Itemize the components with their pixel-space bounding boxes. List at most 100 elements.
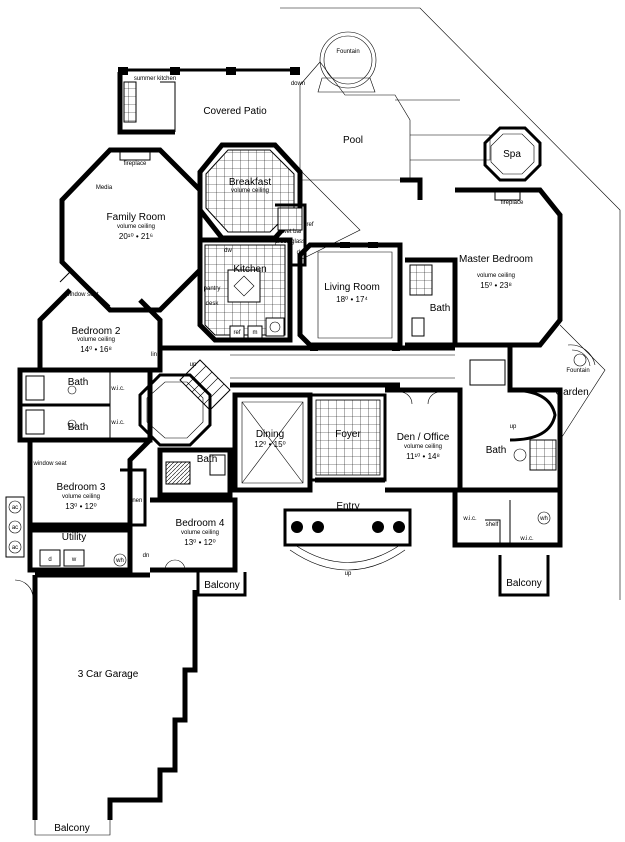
breakfast-label: Breakfast xyxy=(229,177,271,188)
pool-deck xyxy=(280,7,621,600)
ac-label: ac xyxy=(12,505,18,511)
wic-b-label: w.i.c. xyxy=(110,420,125,426)
shelf-label: shelf xyxy=(486,522,499,528)
desk-label: desk xyxy=(206,301,220,307)
entry-label: Entry xyxy=(336,501,359,512)
bedroom2-ceiling-label: volume ceiling xyxy=(77,337,115,343)
balcony-right-walls xyxy=(498,555,550,597)
master-bedroom-walls xyxy=(400,177,563,348)
utility-walls xyxy=(27,527,133,573)
dining-dim-label: 12⁰ • 15⁰ xyxy=(254,440,285,449)
bedroom4-dim-label: 13⁰ • 12⁰ xyxy=(184,538,215,547)
breakfast-ceiling-label: volume ceiling xyxy=(231,188,269,194)
down-patio-label: down xyxy=(291,81,305,87)
up-hall-label: up xyxy=(190,362,197,368)
balcony-right-label: Balcony xyxy=(506,578,542,589)
den-label: Den / Office xyxy=(397,432,450,443)
foyer-walls xyxy=(310,393,387,482)
bedroom3-ceiling-label: volume ceiling xyxy=(62,494,100,500)
ac-labels: ac ac ac xyxy=(12,505,18,551)
living-room-walls xyxy=(297,242,403,348)
bedroom3-dim-label: 13⁰ • 12⁰ xyxy=(65,502,96,511)
bedroom4-ceiling-label: volume ceiling xyxy=(181,530,219,536)
pantry-label: pantry xyxy=(204,286,221,292)
wic-master-left-label: w.i.c. xyxy=(462,516,477,522)
bath-a-label: Bath xyxy=(68,377,89,388)
fountain-garden-label: Fountain xyxy=(566,368,589,374)
entry-portico xyxy=(283,477,412,571)
master-dim-label: 15⁰ • 23⁸ xyxy=(480,281,512,290)
window-seat-2-label: window seat xyxy=(64,292,98,298)
bath-master-label: Bath xyxy=(486,445,507,456)
w-label: w xyxy=(71,557,77,563)
family-ceiling-label: volume ceiling xyxy=(117,224,155,230)
m-label: m xyxy=(253,330,258,336)
bedroom2-label: Bedroom 2 xyxy=(72,326,121,337)
linen-closet xyxy=(120,468,147,527)
press-glass-label: press glass xyxy=(275,239,305,245)
den-walls xyxy=(385,387,463,493)
linen-label: linen xyxy=(130,498,143,504)
lin-label: lin xyxy=(151,352,157,358)
ac-label: ac xyxy=(12,545,18,551)
dining-walls xyxy=(232,392,313,493)
family-dim-label: 20¹⁰ • 21⁶ xyxy=(119,232,153,241)
den-ceiling-label: volume ceiling xyxy=(404,444,442,450)
fireplace-master-label: fireplace xyxy=(501,200,524,206)
bath-master-top-label: Bath xyxy=(430,303,451,314)
window-seat-3-label: window seat xyxy=(32,461,66,467)
wet-bar-label: wet bar xyxy=(281,229,302,235)
hallway xyxy=(160,345,455,388)
up-master-label: up xyxy=(510,424,517,430)
utility-label: Utility xyxy=(62,532,86,543)
stair-center xyxy=(179,359,231,411)
balcony-center-walls xyxy=(196,572,247,597)
bedroom2-walls xyxy=(37,269,163,373)
room-labels: Fountain summer kitchen down Covered Pat… xyxy=(32,49,589,834)
media-label: Media xyxy=(96,185,113,191)
master-bath-lower xyxy=(460,342,563,493)
ref-bar-label: ref xyxy=(306,222,313,228)
central-octagon xyxy=(138,373,212,447)
living-room-label: Living Room xyxy=(324,282,380,293)
pool-label: Pool xyxy=(343,135,363,146)
garage-label: 3 Car Garage xyxy=(78,669,139,680)
wic-master-right-label: w.i.c. xyxy=(519,536,534,542)
d-label: d xyxy=(48,557,51,563)
garden-label: Garden xyxy=(555,387,588,398)
balcony-bottom-label: Balcony xyxy=(54,823,90,834)
fireplace-family-label: fireplace xyxy=(124,161,147,167)
covered-patio-label: Covered Patio xyxy=(203,106,267,117)
family-room-walls xyxy=(59,147,203,313)
master-ceiling-label: volume ceiling xyxy=(477,273,515,279)
living-dim-label: 18⁰ • 17⁴ xyxy=(336,295,368,304)
master-bedroom-label: Master Bedroom xyxy=(459,254,533,265)
dw-label: dw xyxy=(224,248,232,254)
dn-bar-label: dn xyxy=(297,250,304,256)
kitchen-label: Kitchen xyxy=(233,264,266,275)
fountain-top xyxy=(317,31,377,93)
master-bath-top xyxy=(405,257,458,348)
ref-kitchen-label: ref xyxy=(233,330,240,336)
garden-area xyxy=(559,324,606,441)
bath-c-walls xyxy=(157,447,233,498)
wh-utility-label: wh xyxy=(115,558,124,564)
covered-patio-structure xyxy=(117,67,300,135)
spa xyxy=(483,126,542,182)
den-dim-label: 11¹⁰ • 14⁸ xyxy=(406,452,440,461)
ac-label: ac xyxy=(12,525,18,531)
up-entry-label: up xyxy=(345,571,352,577)
garage-walls xyxy=(14,572,198,836)
wh-master-label: wh xyxy=(539,516,548,522)
spa-label: Spa xyxy=(503,149,521,160)
ac-units xyxy=(5,496,25,558)
kitchen-walls xyxy=(197,237,293,343)
bedroom4-walls xyxy=(150,497,238,573)
summer-kitchen-label: summer kitchen xyxy=(134,76,176,82)
master-wic xyxy=(452,490,563,548)
bath-b-label: Bath xyxy=(68,422,89,433)
bath-c-label: Bath xyxy=(197,454,218,465)
wic-a-label: w.i.c. xyxy=(110,386,125,392)
bedroom2-dim-label: 14⁰ • 16⁸ xyxy=(80,345,112,354)
